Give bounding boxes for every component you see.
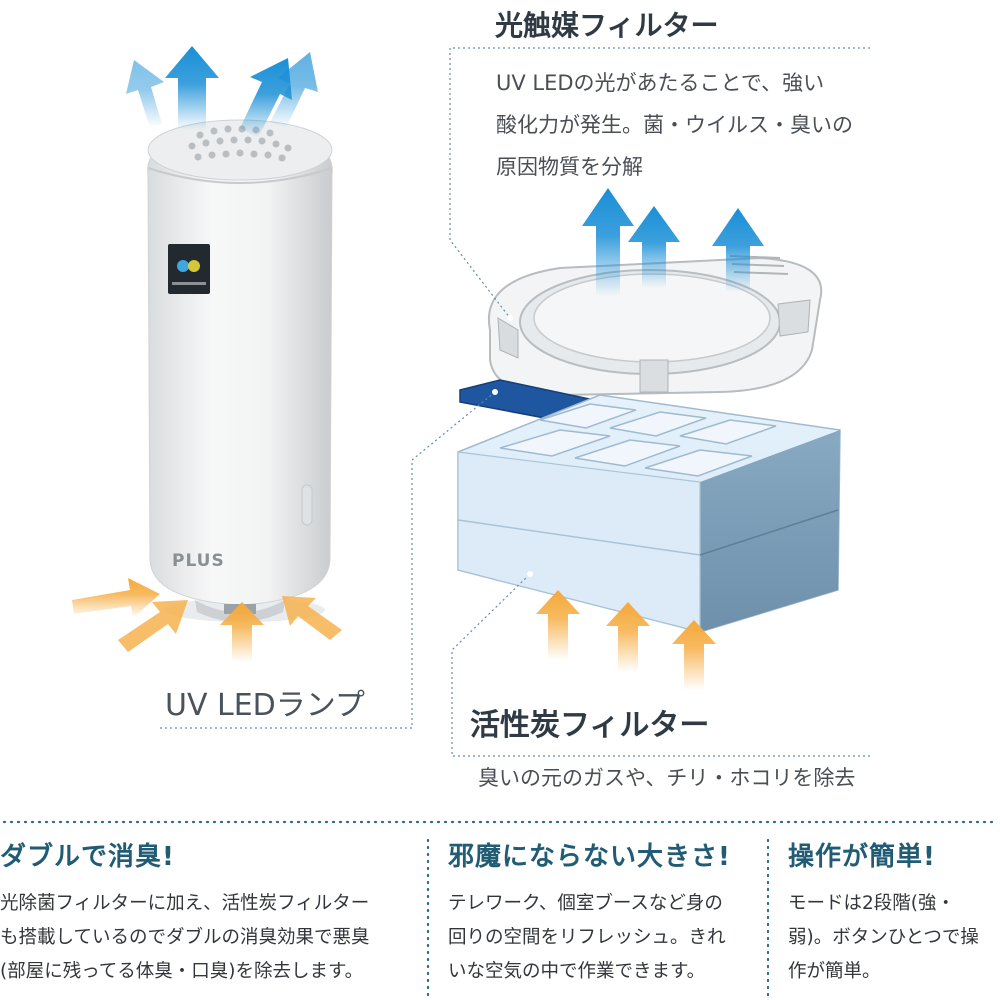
diagram-artwork [72, 46, 870, 757]
feature-body: モードは2段階(強・ 弱)。ボタンひとつで操 作が簡単。 [788, 893, 979, 982]
device-brand-logo: PLUS [172, 551, 225, 571]
feature-heading: ダブルで消臭! [0, 842, 175, 872]
feature-double-deodorize: ダブルで消臭! 光除菌フィルターに加え、活性炭フィルター も搭載しているのでダブ… [0, 836, 420, 1000]
activated-carbon-filter-title: 活性炭フィルター [470, 708, 710, 743]
feature-body: 光除菌フィルターに加え、活性炭フィルター も搭載しているのでダブルの消臭効果で悪… [0, 893, 370, 982]
leader-lines [160, 47, 870, 757]
air-purifier-device [147, 119, 333, 622]
device-outflow-arrows [126, 46, 318, 138]
feature-heading: 邪魔にならない大きさ! [448, 842, 731, 872]
filter-inflow-arrows [536, 590, 716, 690]
device-inflow-arrows [72, 578, 342, 662]
activated-carbon-filter-description: 臭いの元のガスや、チリ・ホコリを除去 [478, 766, 856, 790]
photocatalyst-filter [487, 255, 823, 397]
feature-body: テレワーク、個室ブースなど身の 回りの空間をリフレッシュ。きれ いな空気の中で作… [448, 893, 726, 982]
photocatalyst-filter-description: UV LEDの光があたることで、強い 酸化力が発生。菌・ウイルス・臭いの 原因物… [496, 71, 853, 179]
product-badge [168, 244, 210, 294]
photocatalyst-filter-title: 光触媒フィルター [495, 9, 719, 42]
activated-carbon-filter [457, 394, 841, 633]
filter-outflow-arrows [582, 188, 764, 296]
leader-dots [492, 315, 533, 577]
column-dividers [2, 820, 998, 1000]
feature-easy-operation: 操作が簡単! モードは2段階(強・ 弱)。ボタンひとつで操 作が簡単。 [788, 836, 993, 1000]
feature-compact-size: 邪魔にならない大きさ! テレワーク、個室ブースなど身の 回りの空間をリフレッシュ… [448, 836, 748, 1000]
feature-heading: 操作が簡単! [788, 842, 936, 872]
uv-led-lamp-label: UV LEDランプ [165, 688, 365, 723]
